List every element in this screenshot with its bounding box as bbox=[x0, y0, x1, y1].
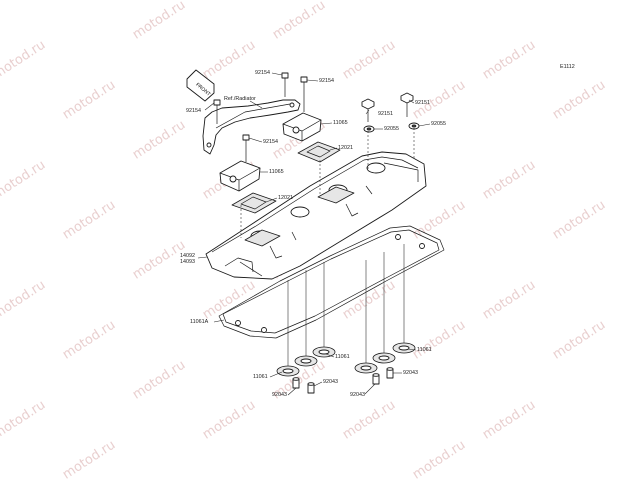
bolt-92154-top bbox=[281, 72, 289, 97]
dowel-pin-92043-a bbox=[292, 377, 300, 389]
cover-gasket-11061a bbox=[218, 225, 445, 339]
ref-radiator-note: Ref./Radiator bbox=[224, 96, 256, 102]
gasket-12021-lower bbox=[231, 192, 277, 214]
label-14093: 14093 bbox=[180, 259, 195, 265]
label-14092: 14092 bbox=[180, 253, 195, 259]
label-92154-b: 92154 bbox=[263, 139, 278, 145]
label-92154-top: 92154 bbox=[255, 70, 270, 76]
leader-lines bbox=[197, 72, 431, 396]
label-11061-right: 11061 bbox=[417, 347, 432, 353]
plug-gasket-11061-b bbox=[294, 355, 318, 367]
gasket-12021-upper bbox=[297, 141, 341, 163]
label-11065: 11065 bbox=[333, 120, 348, 126]
label-92055-right: 92055 bbox=[431, 121, 446, 127]
radiator-bracket bbox=[202, 99, 301, 155]
label-92043-a: 92043 bbox=[272, 392, 287, 398]
label-92154-mid: 92154 bbox=[319, 78, 334, 84]
cylinder-head-cover bbox=[205, 151, 427, 280]
label-92043-d: 92043 bbox=[403, 370, 418, 376]
plug-gasket-11061-f bbox=[354, 362, 378, 374]
bolt-92151-left bbox=[361, 98, 375, 122]
label-92043-b: 92043 bbox=[323, 379, 338, 385]
diagram-code: E1112 bbox=[560, 64, 575, 70]
parts-diagram: motod.ru motod.ru motod.ru motod.ru moto… bbox=[0, 0, 608, 483]
label-92151-left: 92151 bbox=[378, 111, 393, 117]
label-92055-left: 92055 bbox=[384, 126, 399, 132]
label-12021-top: 12021 bbox=[338, 145, 353, 151]
label-92154-left: 92154 bbox=[186, 108, 201, 114]
label-11061a: 11061A bbox=[190, 319, 209, 325]
label-12021-low: 12021 bbox=[278, 195, 293, 201]
exploded-view: FRONT bbox=[186, 69, 445, 396]
front-arrow-icon: FRONT bbox=[186, 69, 215, 102]
reed-valve-upper bbox=[282, 112, 322, 142]
bolt-92154-b bbox=[242, 134, 250, 162]
label-11061-mid: 11061 bbox=[335, 354, 350, 360]
plug-gasket-11061-c bbox=[276, 365, 300, 377]
plug-gasket-11061-e bbox=[372, 352, 396, 364]
bolt-92154-left bbox=[213, 99, 221, 124]
bolt-92154-mid bbox=[300, 76, 308, 112]
label-92151-right: 92151 bbox=[415, 100, 430, 106]
label-11061-left: 11061 bbox=[253, 374, 268, 380]
reed-valve-lower bbox=[219, 160, 261, 192]
dowel-pin-92043-c bbox=[372, 373, 380, 385]
dowel-pin-92043-b bbox=[307, 382, 315, 394]
bolt-92151-right bbox=[400, 92, 414, 117]
plug-gasket-11061-d bbox=[392, 342, 416, 354]
washer-92055-right bbox=[408, 122, 420, 130]
washer-92055-left bbox=[363, 125, 375, 133]
label-11065-low: 11065 bbox=[269, 169, 284, 175]
label-92043-c: 92043 bbox=[350, 392, 365, 398]
plug-gasket-11061-a bbox=[312, 346, 336, 358]
dowel-pin-92043-d bbox=[386, 367, 394, 379]
